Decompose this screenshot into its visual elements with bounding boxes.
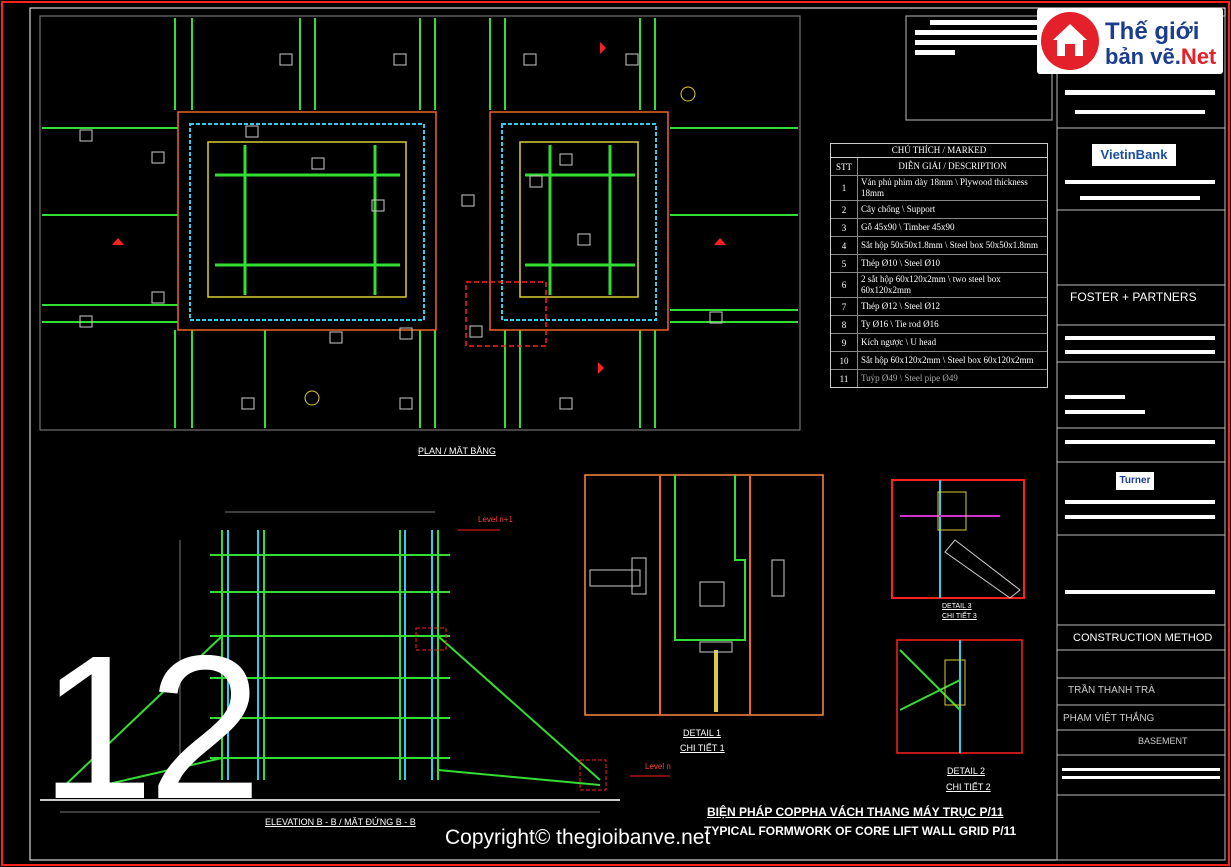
detail-1 xyxy=(584,474,824,716)
turner-logo: Turner xyxy=(1116,472,1154,490)
legend-row-number: 8 xyxy=(831,316,858,333)
legend-row-desc: Thép Ø10 \ Steel Ø10 xyxy=(861,258,940,268)
legend-row-desc: Thép Ø12 \ Steel Ø12 xyxy=(861,301,940,311)
legend-table: CHÚ THÍCH / MARKED STT DIỄN GIẢI / DESCR… xyxy=(830,143,1048,388)
sheet-number: 12 xyxy=(40,613,262,842)
foster-partners: FOSTER + PARTNERS xyxy=(1070,290,1197,304)
legend-row-number: 6 xyxy=(831,273,858,297)
legend-row-desc: 2 sắt hộp 60x120x2mm \ two steel box 60x… xyxy=(861,274,1001,295)
legend-row-desc: Cây chống \ Support xyxy=(861,204,936,214)
level-n1-label: Level n+1 xyxy=(478,515,513,524)
construction-method: CONSTRUCTION METHOD xyxy=(1073,632,1213,644)
logo-line2a: bản vẽ. xyxy=(1105,44,1181,69)
checked-by: PHẠM VIỆT THẮNG xyxy=(1063,713,1155,724)
legend-row-number: 2 xyxy=(831,201,858,218)
detail1-subtitle: CHI TIẾT 1 xyxy=(680,743,725,753)
vietinbank-logo: VietinBank xyxy=(1092,144,1176,166)
plan-view xyxy=(39,15,801,431)
detail3-subtitle: CHI TIẾT 3 xyxy=(942,613,977,620)
legend-col-desc: DIỄN GIẢI / DESCRIPTION xyxy=(898,161,1007,171)
legend-row-desc: Sắt hộp 60x120x2mm \ Steel box 60x120x2m… xyxy=(861,355,1034,365)
detail-2 xyxy=(896,639,1023,754)
legend-row-desc: Kích ngược \ U head xyxy=(861,337,937,347)
logo-line1: Thế giới xyxy=(1105,18,1200,45)
legend-row-desc: Gỗ 45x90 \ Timber 45x90 xyxy=(861,222,955,232)
legend-row-number: 10 xyxy=(831,352,858,369)
legend-row-number: 9 xyxy=(831,334,858,351)
level-n-label: Level n xyxy=(645,762,671,771)
elevation-view xyxy=(40,511,670,813)
legend-row-number: 11 xyxy=(831,370,858,387)
legend-row-number: 1 xyxy=(831,176,858,200)
detail3-title: DETAIL 3 xyxy=(942,603,972,610)
site-logo: Thế giới bản vẽ.Net xyxy=(1037,8,1223,74)
legend-row-desc: Ty Ø16 \ Tie rod Ø16 xyxy=(861,319,939,329)
logo-line2b: Net xyxy=(1180,44,1217,69)
legend-col-stt: STT xyxy=(831,158,858,175)
legend-row-desc: Tuýp Ø49 \ Steel pipe Ø49 xyxy=(861,373,958,383)
legend-row-desc: Ván phủ phim dày 18mm \ Plywood thicknes… xyxy=(861,177,1028,198)
legend-row-number: 4 xyxy=(831,237,858,254)
detail2-title: DETAIL 2 xyxy=(947,766,986,776)
legend-row-number: 5 xyxy=(831,255,858,272)
copyright-watermark: Copyright© thegioibanve.net xyxy=(445,826,711,849)
logo-line2: bản vẽ.Net xyxy=(1105,44,1216,70)
legend-header: CHÚ THÍCH / MARKED xyxy=(831,144,1047,158)
house-icon xyxy=(1041,12,1099,70)
level-name: BASEMENT xyxy=(1138,736,1188,746)
elevation-title: ELEVATION B - B / MẶT ĐỨNG B - B xyxy=(265,817,416,827)
main-title-vi: BIỆN PHÁP COPPHA VÁCH THANG MÁY TRỤC P/1… xyxy=(707,805,1004,819)
drawn-by: TRẦN THANH TRÀ xyxy=(1068,685,1155,696)
main-title-en: TYPICAL FORMWORK OF CORE LIFT WALL GRID … xyxy=(704,824,1017,838)
detail1-title: DETAIL 1 xyxy=(683,728,722,738)
detail-3 xyxy=(891,479,1025,599)
plan-title: PLAN / MẶT BẰNG xyxy=(418,446,496,456)
legend-row-number: 7 xyxy=(831,298,858,315)
legend-row-desc: Sắt hộp 50x50x1.8mm \ Steel box 50x50x1.… xyxy=(861,240,1038,250)
detail2-subtitle: CHI TIẾT 2 xyxy=(946,782,991,792)
legend-row-number: 3 xyxy=(831,219,858,236)
